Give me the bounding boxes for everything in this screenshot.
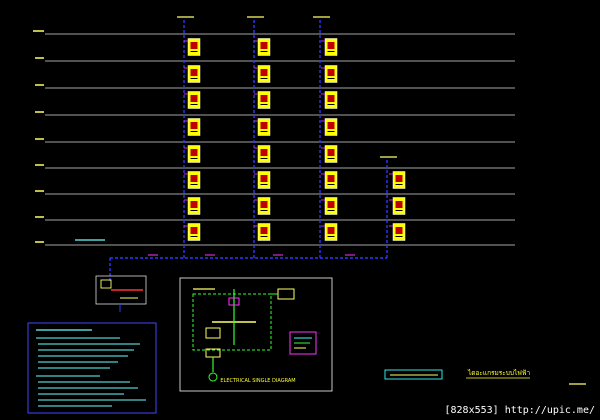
panel-breaker (395, 175, 403, 182)
sld-breaker-2 (205, 327, 221, 339)
distribution-panel (254, 223, 271, 241)
panel-breaker (190, 149, 198, 156)
distribution-panel (321, 38, 338, 56)
panel-breaker (190, 201, 198, 208)
distribution-panel (254, 38, 271, 56)
panel-breaker (190, 95, 198, 102)
distribution-panel (321, 171, 338, 189)
distribution-panel (184, 197, 201, 215)
sld-main-panel (192, 293, 272, 351)
panel-breaker (190, 69, 198, 76)
distribution-panel (184, 171, 201, 189)
distribution-panel (254, 145, 271, 163)
distribution-panel (389, 197, 406, 215)
panel-breaker (260, 227, 268, 234)
sld-breaker-1 (228, 297, 240, 306)
panel-breaker (395, 227, 403, 234)
panel-breaker (327, 69, 335, 76)
distribution-panel (184, 65, 201, 83)
panel-breaker (327, 149, 335, 156)
notes-lines (36, 337, 146, 407)
panel-grid (148, 38, 406, 256)
mdb-meter (100, 279, 112, 289)
distribution-panel (184, 118, 201, 136)
distribution-panel (321, 118, 338, 136)
panel-breaker (260, 122, 268, 129)
distribution-panel (254, 91, 271, 109)
notes-frame (27, 322, 157, 414)
panel-breaker (190, 122, 198, 129)
distribution-panel (321, 65, 338, 83)
legend-note (384, 369, 443, 380)
distribution-panel (389, 223, 406, 241)
risers (109, 20, 388, 282)
general-notes (27, 322, 157, 414)
column-labels (177, 16, 397, 158)
panel-breaker (327, 201, 335, 208)
distribution-panel (184, 145, 201, 163)
distribution-panel (389, 171, 406, 189)
mdb-frame (95, 275, 147, 305)
sld-transformer-icon (208, 372, 218, 382)
sld-title: ELECTRICAL SINGLE DIAGRAM (220, 378, 295, 384)
panel-breaker (327, 95, 335, 102)
panel-breaker (190, 42, 198, 49)
distribution-panel (254, 197, 271, 215)
panel-breaker (260, 42, 268, 49)
panel-breaker (260, 201, 268, 208)
panel-breaker (190, 175, 198, 182)
panel-breaker (327, 227, 335, 234)
distribution-panel (321, 223, 338, 241)
panel-breaker (327, 175, 335, 182)
distribution-panel (184, 38, 201, 56)
distribution-panel (184, 223, 201, 241)
panel-breaker (260, 69, 268, 76)
distribution-panel (321, 197, 338, 215)
panel-breaker (260, 95, 268, 102)
sld-legend-box (289, 331, 317, 355)
watermark: [828x553] http://upic.me/ (441, 404, 598, 418)
panel-breaker (190, 227, 198, 234)
single-line-diagram-sheet: ELECTRICAL SINGLE DIAGRAM (179, 277, 333, 392)
legend-note-frame (384, 369, 443, 380)
distribution-panel (254, 171, 271, 189)
panel-breaker (260, 175, 268, 182)
panel-breaker (260, 149, 268, 156)
thai-title: ไดอะแกรมระบบไฟฟ้า (467, 369, 530, 377)
sheet-frame (179, 277, 333, 392)
distribution-panel (321, 91, 338, 109)
floor-lines (45, 33, 515, 246)
panel-breaker (395, 201, 403, 208)
panel-breaker (327, 122, 335, 129)
distribution-panel (184, 91, 201, 109)
distribution-panel (254, 65, 271, 83)
main-distribution-board (95, 275, 147, 312)
panel-breaker (327, 42, 335, 49)
distribution-panel (254, 118, 271, 136)
floor-labels (33, 30, 44, 243)
distribution-panel (321, 145, 338, 163)
